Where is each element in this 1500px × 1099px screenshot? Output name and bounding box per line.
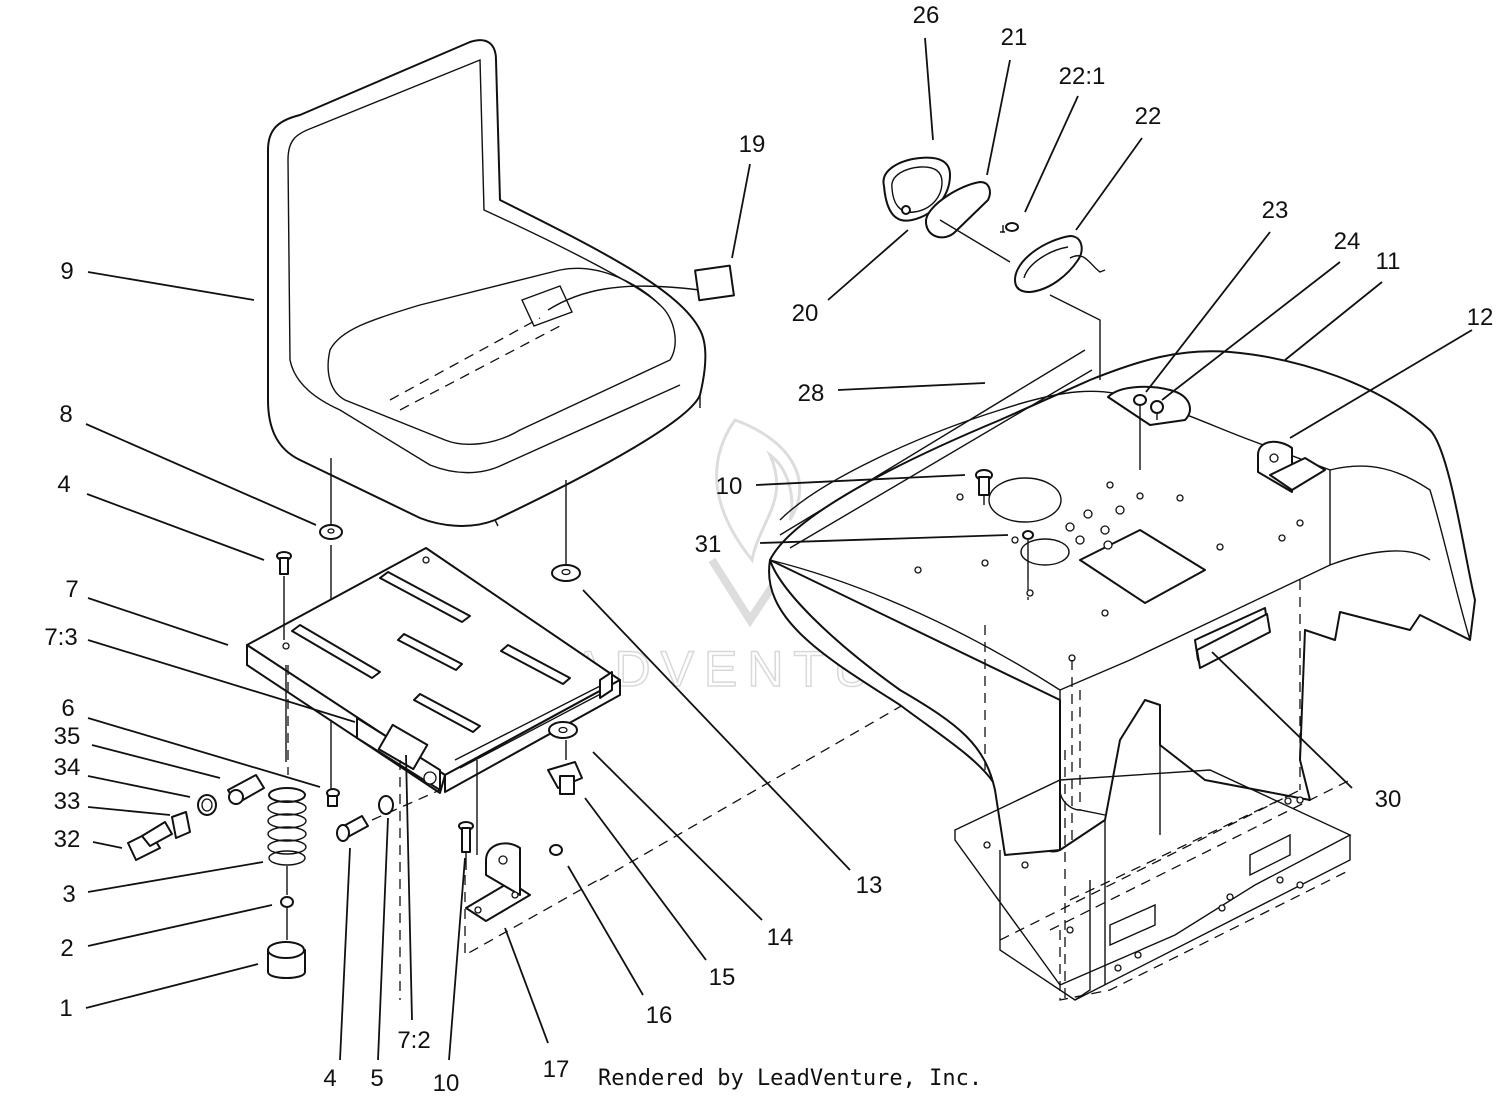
callout-14: 14 [767,924,794,951]
alignment-dashes-left [287,665,599,1000]
callout-11: 11 [1376,248,1401,275]
bolt-6 [326,788,340,807]
callout-1: 1 [59,995,72,1022]
seat-plate-part [246,547,621,794]
callout-19: 19 [739,131,766,158]
bolt-axis-dash [371,789,441,821]
callout-22-1: 22:1 [1059,63,1106,90]
callout-3: 3 [62,881,75,908]
bolt-4-top [276,551,292,640]
nut-2 [280,896,294,908]
render-credit: Rendered by LeadVenture, Inc. [598,1066,982,1091]
callout-6: 6 [61,695,74,722]
callout-7-2: 7:2 [397,1027,430,1054]
callout-13: 13 [856,872,883,899]
callout-8: 8 [59,401,72,428]
bumper-1 [267,941,306,979]
callout-34: 34 [54,754,81,781]
callout-7: 7 [65,576,78,603]
callout-15: 15 [709,964,736,991]
callout-24: 24 [1334,228,1361,255]
callout-labels: 26 21 22:1 22 19 23 24 11 12 9 20 28 8 4… [44,2,1493,1097]
mounting-frame [954,580,1352,1001]
bolt-10-fender [975,469,993,505]
callout-9: 9 [60,258,73,285]
washer-5 [378,795,394,815]
fender-part [768,349,1476,856]
callout-35: 35 [54,723,81,750]
callout-17: 17 [543,1056,570,1083]
callout-5: 5 [370,1065,383,1092]
spring-3 [267,665,307,895]
knob-15 [547,761,583,795]
fender-bracket-12 [1257,440,1326,493]
bracket-17 [465,842,531,922]
callout-4-top: 4 [57,471,70,498]
callout-33: 33 [54,788,81,815]
callout-10-fender: 10 [716,473,743,500]
seat-part [267,39,735,527]
light-assembly [882,156,1106,380]
callout-20: 20 [792,300,819,327]
callout-30: 30 [1375,786,1402,813]
callout-10-lower: 10 [433,1070,460,1097]
callout-23: 23 [1262,197,1289,224]
callout-16: 16 [646,1002,673,1029]
seat-switch-assembly [127,774,265,861]
leader-lines [85,37,1473,1061]
callout-7-3: 7:3 [44,624,77,651]
callout-31: 31 [695,531,722,558]
nut-16 [549,844,563,856]
callout-22: 22 [1135,103,1162,130]
callout-26: 26 [913,2,940,29]
callout-21: 21 [1001,24,1028,51]
callout-4-bottom: 4 [323,1065,336,1092]
callout-28: 28 [798,380,825,407]
callout-32: 32 [54,826,81,853]
nut-31 [1022,530,1034,540]
bolt-4-bottom [336,815,369,842]
nut-23 [1133,394,1147,406]
callout-12: 12 [1467,304,1494,331]
nut-24 [1150,400,1164,414]
callout-2: 2 [60,935,73,962]
bolt-10-lower [458,821,474,870]
